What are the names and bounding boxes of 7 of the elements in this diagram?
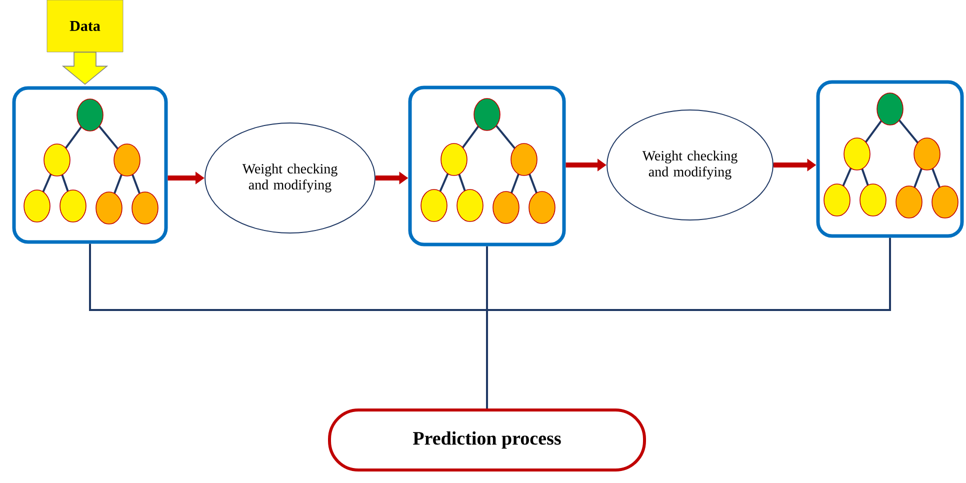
tree-box [408, 86, 566, 246]
data-callout: Data [46, 0, 124, 52]
block-arrow [62, 52, 108, 85]
tree-box [816, 80, 964, 238]
connector-line [486, 238, 891, 408]
output-pill: Prediction process [328, 408, 646, 472]
tree-box [12, 86, 168, 244]
